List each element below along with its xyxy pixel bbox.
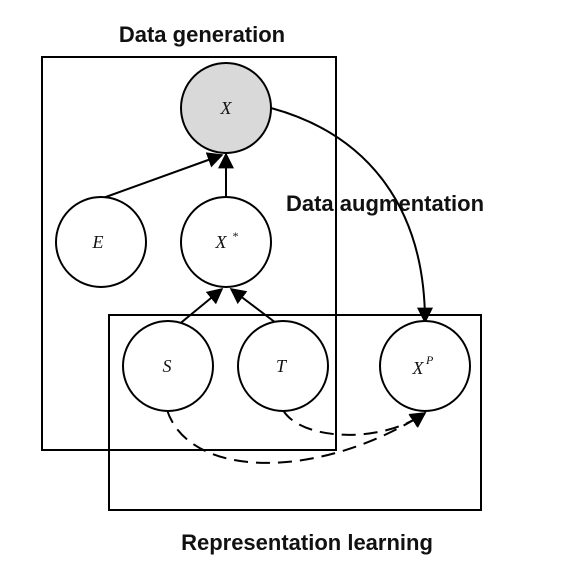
node-e-circle (55, 196, 147, 288)
node-s: S (122, 320, 214, 412)
edge-e-to-x (102, 152, 224, 199)
node-x-p-superscript: P (425, 353, 434, 367)
node-e: E (55, 196, 147, 288)
node-x-circle (180, 62, 272, 154)
node-x-p: X P (379, 320, 471, 412)
node-x-star-superscript: * (232, 229, 238, 243)
node-t-label: T (276, 356, 288, 376)
edge-x-to-xp (270, 107, 433, 324)
edge-s-to-xp-dashed (166, 409, 427, 464)
node-x-p-circle (379, 320, 471, 412)
node-t: T (237, 320, 329, 412)
node-x-star: X * (180, 196, 272, 288)
edge-t-to-xp-dashed (282, 409, 427, 436)
node-e-label: E (92, 232, 104, 252)
edge-t-to-xstar (229, 288, 281, 327)
title-data-augmentation: Data augmentation (286, 191, 484, 216)
data-generation-plate (41, 56, 337, 451)
title-data-generation: Data generation (119, 22, 285, 47)
node-t-circle (237, 320, 329, 412)
edge-s-to-xstar (176, 287, 224, 327)
node-x-star-circle (180, 196, 272, 288)
title-representation-learning: Representation learning (181, 530, 433, 555)
node-s-label: S (163, 356, 172, 376)
node-s-circle (122, 320, 214, 412)
node-x-p-label: X (412, 358, 425, 378)
node-x: X (180, 62, 272, 154)
node-x-star-label: X (215, 232, 228, 252)
node-x-label: X (220, 98, 233, 118)
representation-learning-plate (108, 314, 482, 511)
